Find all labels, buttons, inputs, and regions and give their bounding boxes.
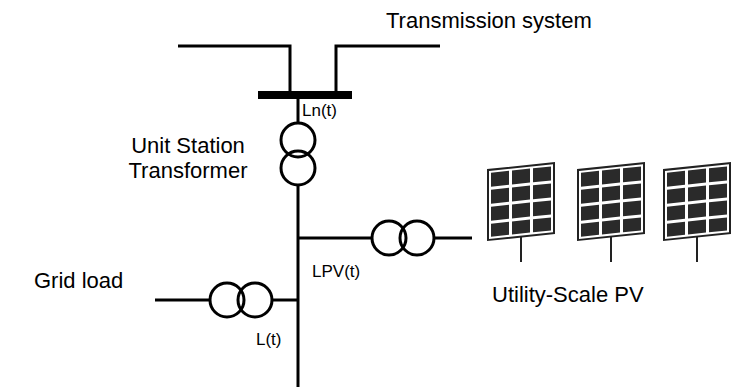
transformer-winding — [210, 283, 244, 317]
transmission-line — [336, 46, 440, 92]
system-label: Transmission system — [386, 8, 592, 33]
transformer-winding — [281, 151, 315, 185]
current-label: LPV(t) — [312, 262, 360, 282]
load-branch-line — [155, 299, 210, 302]
solar-panels — [488, 163, 730, 262]
current-label: Ln(t) — [302, 101, 337, 121]
pv-branch-line — [298, 237, 372, 240]
transmission-line — [178, 46, 290, 92]
pv-label: Utility-Scale PV — [492, 282, 644, 307]
transformer-winding — [400, 221, 434, 255]
current-label: L(t) — [256, 330, 282, 350]
feeder-line — [297, 185, 300, 387]
transformer-label: Unit Station Transformer — [98, 133, 278, 184]
load-label: Grid load — [34, 268, 123, 293]
pv-branch-line — [434, 237, 472, 240]
feeder-line — [297, 96, 300, 123]
load-branch-line — [272, 299, 298, 302]
bus-bar — [258, 91, 352, 99]
